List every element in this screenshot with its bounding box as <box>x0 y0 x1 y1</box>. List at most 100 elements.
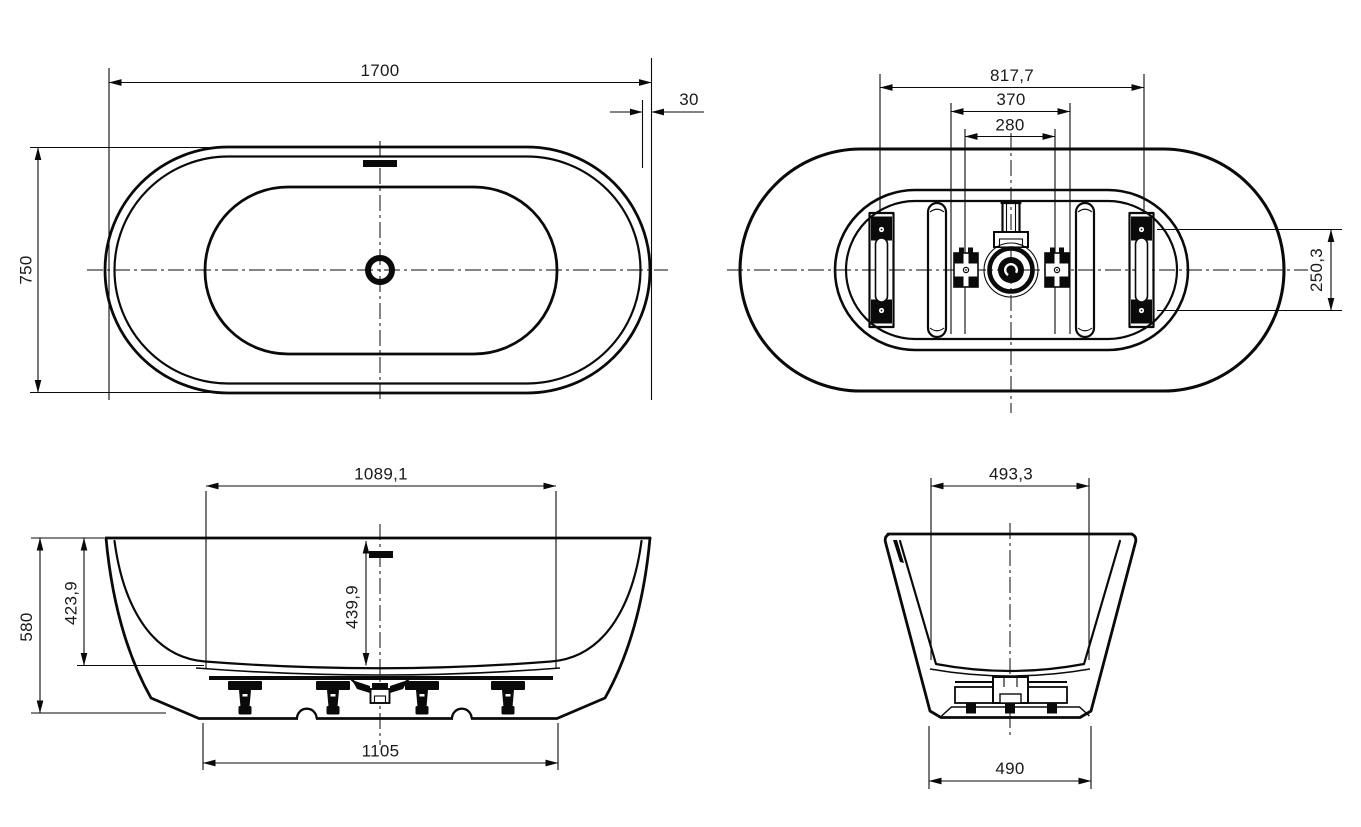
end-view: 493,3 490 <box>883 465 1138 789</box>
rail-screw <box>1134 222 1149 237</box>
dim-end-base-width: 490 <box>928 726 1092 789</box>
rail-screw <box>1134 303 1149 318</box>
foot-stem <box>239 690 251 707</box>
slat-outline <box>926 201 948 339</box>
drain-wing-fill <box>352 680 370 693</box>
foot-pad <box>326 706 340 715</box>
foot-pad <box>501 706 515 715</box>
dim-side-inner-depth: 439,9 <box>343 540 370 666</box>
foot-flange <box>405 681 439 690</box>
shell-underside <box>195 667 561 676</box>
foot-adjuster <box>419 694 425 697</box>
slat-cap <box>1077 327 1093 332</box>
screw-dot <box>1056 269 1058 271</box>
dim-inner-height-label: 423,9 <box>62 581 81 625</box>
adjustable-foot <box>491 681 525 715</box>
dim-screw-spacing-label: 250,3 <box>1307 248 1326 292</box>
dim-bottom-bracket-screws: 280 <box>964 116 1056 140</box>
drain-body <box>372 683 388 689</box>
bracket-cell <box>954 276 964 287</box>
adjustable-foot <box>405 681 439 715</box>
slat-cap <box>1077 208 1093 213</box>
support-slat-right <box>1074 201 1096 339</box>
rail-outline <box>868 211 895 329</box>
drain-assembly <box>983 242 1039 298</box>
bottom-view-body <box>738 147 1286 393</box>
screw-dot <box>880 228 883 231</box>
inner-shell <box>113 539 643 670</box>
rim-sliver <box>893 540 904 563</box>
foot-adjuster <box>505 694 511 697</box>
drain-outer-ring <box>983 242 1039 298</box>
dim-inner-depth-label: 439,9 <box>343 585 362 629</box>
slat-cap <box>929 208 945 213</box>
rail-screw <box>874 222 889 237</box>
adjustable-foot <box>228 681 262 715</box>
dim-side-floor-length: 1089,1 <box>205 465 557 669</box>
dim-overall-length-label: 1700 <box>360 61 399 80</box>
side-view-body <box>104 536 652 721</box>
dim-side-overall-height: 580 <box>17 537 166 714</box>
slat-cap <box>929 327 945 332</box>
top-view-body <box>103 145 652 395</box>
arch <box>450 707 473 719</box>
mounting-rail-left <box>868 211 895 329</box>
drain-plug <box>998 257 1024 283</box>
drain-plug-slot <box>1003 263 1018 278</box>
arch <box>295 707 318 719</box>
dim-side-inner-height: 423,9 <box>62 537 204 667</box>
bracket-cell <box>968 276 978 287</box>
dim-top-overall-length: 1700 <box>108 58 653 400</box>
dim-bottom-rail-span: 817,7 <box>879 66 1145 91</box>
bottom-view-extension-lines <box>879 74 1145 334</box>
base-platform-outer <box>833 188 1190 352</box>
adjustable-foot <box>316 681 350 715</box>
bracket-cell <box>1045 253 1055 264</box>
side-view: 1089,1 439,9 580 423,9 1105 <box>17 465 652 770</box>
drain-bracket-left <box>953 247 979 288</box>
support-slat-left <box>926 201 948 339</box>
shell-underside <box>929 668 1091 677</box>
tub-inner-rim <box>113 155 642 385</box>
base-frame <box>940 676 1091 717</box>
drain-fitting <box>349 677 411 704</box>
foot-pad <box>966 703 976 714</box>
drain-wing-fill <box>390 680 408 693</box>
foot-pad <box>238 706 252 715</box>
top-view-centerlines <box>87 141 668 399</box>
rail-screw <box>874 303 889 318</box>
dim-bracket-screws-label: 280 <box>995 116 1024 135</box>
dim-base-width-label: 490 <box>995 759 1024 778</box>
slat-outline <box>1074 201 1096 339</box>
skirt-arch-cutout <box>295 707 318 721</box>
top-view: 1700 30 750 <box>17 58 704 400</box>
dim-top-rim-offset: 30 <box>610 90 704 168</box>
screw-dot <box>880 309 883 312</box>
screw-dot <box>965 269 967 271</box>
dim-bottom-screw-spacing: 250,3 <box>1157 228 1342 312</box>
foot-adjuster <box>330 694 336 697</box>
end-view-body <box>883 532 1138 719</box>
dim-overall-height-label: 580 <box>17 612 36 641</box>
frame-bracket <box>1024 686 1068 704</box>
dim-top-overall-width: 750 <box>17 146 235 394</box>
drain-trap-inner <box>999 693 1022 704</box>
rail-slot <box>874 237 889 303</box>
dim-rail-span-label: 817,7 <box>990 66 1034 85</box>
bracket-cell <box>1059 276 1069 287</box>
dim-floor-length-label: 1089,1 <box>354 465 408 484</box>
dim-rim-offset-label: 30 <box>679 90 699 109</box>
inner-shell <box>898 539 1122 673</box>
foot-flange <box>316 681 350 690</box>
basin-edge <box>203 185 559 356</box>
bracket-tab <box>1050 247 1055 253</box>
frame-bracket <box>954 686 998 704</box>
foot-stem <box>416 690 428 707</box>
bracket-tab <box>968 247 973 253</box>
bracket-cell <box>1045 276 1055 287</box>
foot-flange <box>228 681 262 690</box>
foot-pad <box>1005 703 1015 714</box>
drain-ring <box>987 246 1035 294</box>
dim-floor-width-label: 493,3 <box>989 465 1033 484</box>
